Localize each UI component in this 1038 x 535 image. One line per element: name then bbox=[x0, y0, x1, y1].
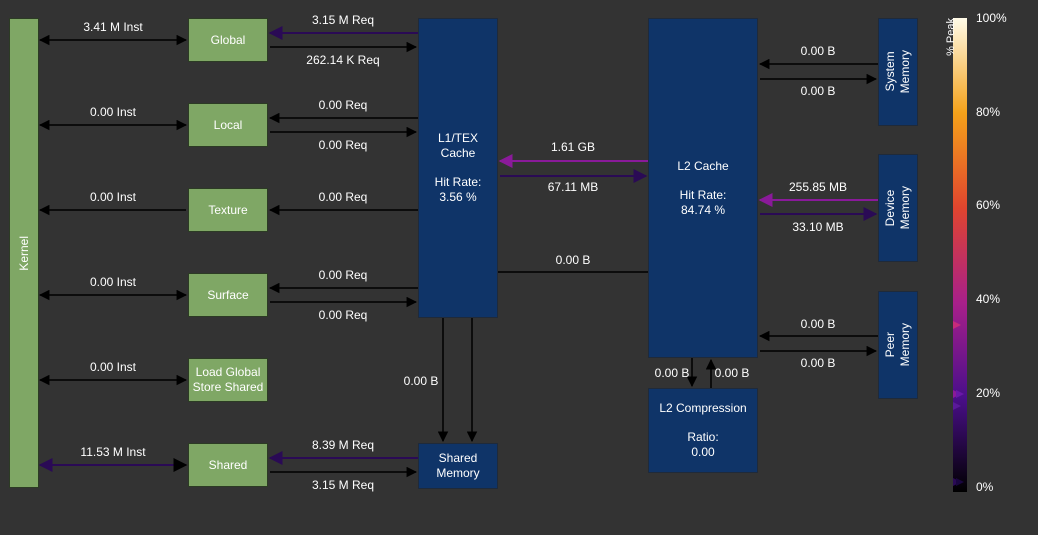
edge-label-sys-out: 0.00 B bbox=[800, 84, 836, 98]
surface-node[interactable]: Surface bbox=[188, 273, 268, 317]
peak-scale-bar bbox=[953, 18, 967, 492]
edge-label-texture: 0.00 Req bbox=[318, 190, 368, 204]
local-label: Local bbox=[213, 118, 243, 132]
scale-marker-a bbox=[956, 390, 964, 398]
texture-label: Texture bbox=[208, 203, 248, 217]
devmem-label-1: Device bbox=[883, 189, 897, 227]
peermem-label-1: Peer bbox=[883, 332, 897, 358]
l1-hit-rate-value: 3.56 % bbox=[439, 190, 477, 204]
edge-label-local-in: 0.00 Req bbox=[318, 98, 368, 112]
l1-hit-rate-label: Hit Rate: bbox=[434, 175, 482, 189]
edge-label-shared-in: 8.39 M Req bbox=[311, 438, 375, 452]
scale-marker-b bbox=[953, 402, 961, 410]
edge-label-kernel-local: 0.00 Inst bbox=[89, 105, 137, 119]
edge-label-local-out: 0.00 Req bbox=[318, 138, 368, 152]
l1-tex-cache-node[interactable]: L1/TEX Cache Hit Rate: 3.56 % bbox=[418, 18, 498, 318]
edge-label-kernel-texture: 0.00 Inst bbox=[89, 190, 137, 204]
edge-label-shared-out: 3.15 M Req bbox=[311, 478, 375, 492]
sysmem-label-1: System bbox=[883, 52, 897, 93]
edge-label-kernel-lgss: 0.00 Inst bbox=[89, 360, 137, 374]
edge-label-l2-comp-up: 0.00 B bbox=[714, 366, 750, 380]
sysmem-label-2: Memory bbox=[898, 50, 912, 94]
devmem-label-2: Memory bbox=[898, 186, 912, 230]
scale-tick-60: 60% bbox=[976, 198, 1001, 212]
edge-label-l1-shared: 0.00 B bbox=[403, 374, 439, 388]
l2-compression-node[interactable]: L2 Compression Ratio: 0.00 bbox=[648, 388, 758, 473]
l2-hit-rate-value: 84.74 % bbox=[680, 202, 726, 217]
shared-mem-label-1: Shared bbox=[438, 451, 478, 465]
peermem-label-2: Memory bbox=[898, 323, 912, 367]
scale-title: % Peak bbox=[945, 18, 957, 56]
edge-label-l1-l2-read: 1.61 GB bbox=[550, 140, 596, 154]
scale-marker-l2 bbox=[953, 321, 961, 329]
edge-label-kernel-shared: 11.53 M Inst bbox=[80, 445, 146, 459]
edge-label-kernel-surface: 0.00 Inst bbox=[89, 275, 137, 289]
edge-label-dev-out: 33.10 MB bbox=[792, 220, 844, 234]
scale-marker-d bbox=[956, 478, 964, 486]
scale-tick-100: 100% bbox=[976, 11, 1007, 25]
edge-label-dev-in: 255.85 MB bbox=[788, 180, 848, 194]
l2-cache-node[interactable]: L2 Cache Hit Rate: 84.74 % bbox=[648, 18, 758, 358]
edge-label-sys-in: 0.00 B bbox=[800, 44, 836, 58]
edge-l2-shared-mem bbox=[466, 271, 648, 443]
edge-label-global-out: 262.14 K Req bbox=[306, 53, 380, 67]
shared-mem-label-2: Memory bbox=[436, 466, 480, 480]
kernel-node[interactable]: Kernel bbox=[9, 18, 39, 488]
edge-label-l2-comp-down: 0.00 B bbox=[654, 366, 690, 380]
local-node[interactable]: Local bbox=[188, 103, 268, 147]
surface-label: Surface bbox=[207, 288, 249, 302]
lgss-node[interactable]: Load Global Store Shared bbox=[188, 358, 268, 402]
l1-title-1: L1/TEX bbox=[437, 131, 479, 145]
shared-memory-node[interactable]: Shared Memory bbox=[418, 443, 498, 489]
l2comp-ratio-value: 0.00 bbox=[691, 445, 715, 459]
edge-label-surface-out: 0.00 Req bbox=[318, 308, 368, 322]
global-node[interactable]: Global bbox=[188, 18, 268, 62]
l1-title-2: Cache bbox=[440, 146, 476, 160]
scale-tick-80: 80% bbox=[976, 105, 1001, 119]
edge-label-l1-l2-write: 67.11 MB bbox=[547, 180, 599, 194]
lgss-label-2: Store Shared bbox=[192, 380, 264, 394]
global-label: Global bbox=[210, 33, 246, 47]
shared-node[interactable]: Shared bbox=[188, 443, 268, 487]
edge-label-surface-in: 0.00 Req bbox=[318, 268, 368, 282]
lgss-label-1: Load Global bbox=[195, 365, 261, 379]
shared-label: Shared bbox=[208, 458, 248, 472]
scale-tick-20: 20% bbox=[976, 386, 1001, 400]
l2-hit-rate-label: Hit Rate: bbox=[679, 187, 727, 202]
l2-title: L2 Cache bbox=[677, 158, 729, 173]
texture-node[interactable]: Texture bbox=[188, 188, 268, 232]
scale-tick-40: 40% bbox=[976, 292, 1001, 306]
edge-label-kernel-global: 3.41 M Inst bbox=[83, 20, 143, 34]
edge-label-peer-out: 0.00 B bbox=[800, 356, 836, 370]
l2comp-ratio-label: Ratio: bbox=[687, 430, 719, 444]
scale-tick-0: 0% bbox=[976, 480, 994, 494]
edge-label-peer-in: 0.00 B bbox=[800, 317, 836, 331]
l2comp-title: L2 Compression bbox=[659, 401, 747, 415]
edge-label-l2-shared: 0.00 B bbox=[555, 253, 591, 267]
kernel-label: Kernel bbox=[17, 235, 31, 271]
edge-label-global-in: 3.15 M Req bbox=[311, 13, 375, 27]
